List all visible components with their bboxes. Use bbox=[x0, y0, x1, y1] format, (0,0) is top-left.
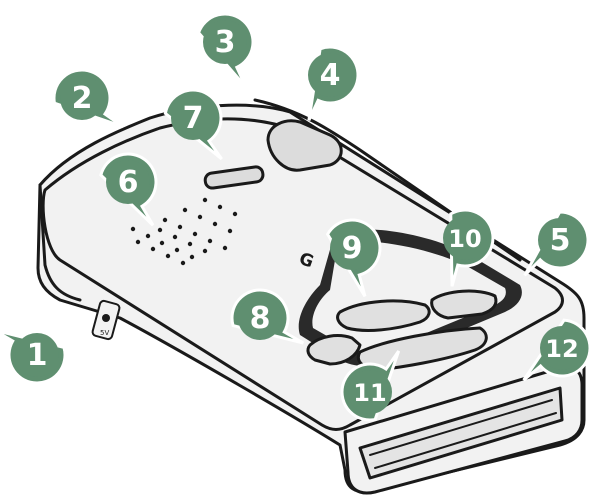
top-button bbox=[268, 121, 341, 170]
power-port-label: 5V bbox=[100, 329, 109, 337]
callout-9-number: 9 bbox=[342, 231, 363, 266]
button-right bbox=[432, 291, 496, 318]
callout-11-number: 11 bbox=[353, 379, 386, 407]
callout-6-number: 6 bbox=[118, 165, 139, 200]
callout-12-number: 12 bbox=[545, 335, 578, 363]
callout-10-number: 10 bbox=[448, 225, 481, 253]
callout-7-number: 7 bbox=[183, 101, 204, 136]
callout-1: 1 bbox=[0, 313, 71, 394]
callout-3-number: 3 bbox=[215, 25, 236, 60]
callout-2-number: 2 bbox=[72, 81, 93, 116]
callout-8-number: 8 bbox=[250, 301, 271, 336]
callout-1-number: 1 bbox=[27, 338, 48, 373]
callout-4-number: 4 bbox=[320, 58, 341, 93]
callout-5-number: 5 bbox=[550, 223, 571, 258]
callout-3: 3 bbox=[195, 5, 271, 96]
